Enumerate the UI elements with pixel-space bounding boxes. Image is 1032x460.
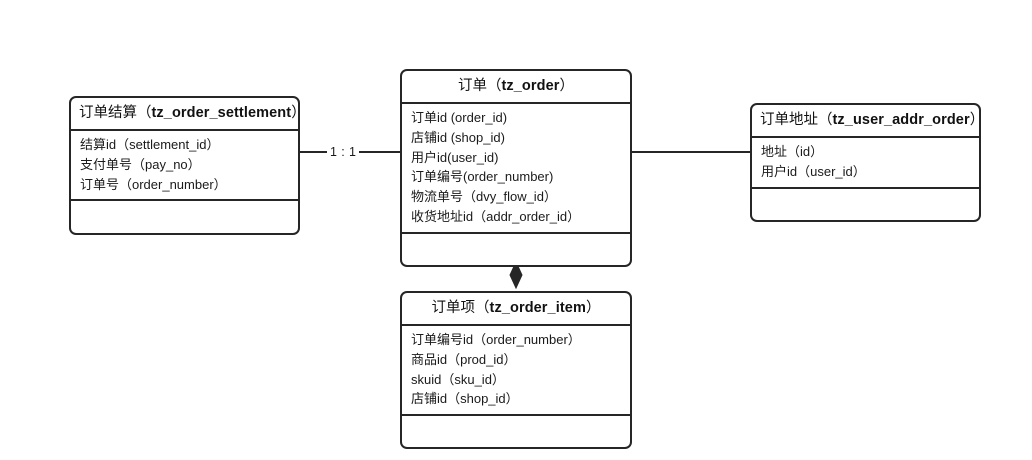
attribute-row: 收货地址id（addr_order_id） — [411, 208, 581, 224]
entity-name-cn: 订单 — [457, 78, 487, 94]
entity-footer-tz-order — [402, 234, 630, 265]
entity-attributes-tz-order-settlement: 结算id（settlement_id） 支付单号（pay_no） 订单号（ord… — [71, 131, 298, 202]
entity-name-cn: 订单结算 — [79, 105, 137, 121]
entity-table-name: tz_order_item — [489, 300, 586, 316]
attribute-row: 订单号（order_number） — [80, 176, 227, 192]
entity-table-name: tz_user_addr_order — [832, 112, 970, 128]
entity-title-tz-order-item: 订单项（tz_order_item） — [402, 293, 630, 327]
attribute-row: 用户id（user_id） — [761, 163, 866, 179]
entity-title-tz-order-settlement: 订单结算（tz_order_settlement） — [71, 98, 298, 132]
attribute-row: 地址（id） — [761, 144, 824, 160]
attribute-row: 店铺id（shop_id） — [411, 391, 519, 407]
attribute-row: 店铺id (shop_id) — [411, 129, 505, 145]
entity-attributes-tz-user-addr-order: 地址（id） 用户id（user_id） — [752, 138, 979, 189]
entity-tz-user-addr-order[interactable]: 订单地址（tz_user_addr_order） 地址（id） 用户id（use… — [750, 103, 981, 222]
attribute-row: 用户id(user_id) — [411, 149, 499, 165]
attribute-row: 订单编号id（order_number） — [411, 332, 581, 348]
entity-footer-tz-order-item — [402, 416, 630, 447]
entity-tz-order-settlement[interactable]: 订单结算（tz_order_settlement） 结算id（settlemen… — [69, 96, 300, 236]
entity-attributes-tz-order: 订单id (order_id) 店铺id (shop_id) 用户id(user… — [402, 104, 630, 234]
entity-name-cn: 订单地址 — [760, 112, 818, 128]
attribute-row: 结算id（settlement_id） — [80, 137, 220, 153]
entity-footer-tz-order-settlement — [71, 201, 298, 233]
cardinality-label-settlement-order: 1 : 1 — [327, 145, 360, 160]
attribute-row: 支付单号（pay_no） — [80, 156, 201, 172]
entity-tz-order-item[interactable]: 订单项（tz_order_item） 订单编号id（order_number） … — [400, 291, 632, 450]
attribute-row: 订单编号(order_number) — [411, 169, 554, 185]
entity-tz-order[interactable]: 订单（tz_order） 订单id (order_id) 店铺id (shop_… — [400, 69, 632, 267]
entity-table-name: tz_order_settlement — [151, 105, 292, 121]
entity-name-cn: 订单项 — [431, 300, 476, 316]
attribute-row: 物流单号（dvy_flow_id） — [411, 189, 557, 205]
attribute-row: skuid（sku_id） — [411, 371, 505, 387]
entity-title-tz-user-addr-order: 订单地址（tz_user_addr_order） — [752, 105, 979, 139]
entity-attributes-tz-order-item: 订单编号id（order_number） 商品id（prod_id） skuid… — [402, 326, 630, 417]
attribute-row: 商品id（prod_id） — [411, 351, 517, 367]
entity-footer-tz-user-addr-order — [752, 189, 979, 220]
entity-table-name: tz_order — [501, 78, 560, 94]
entity-title-tz-order: 订单（tz_order） — [402, 71, 630, 105]
attribute-row: 订单id (order_id) — [411, 110, 508, 126]
